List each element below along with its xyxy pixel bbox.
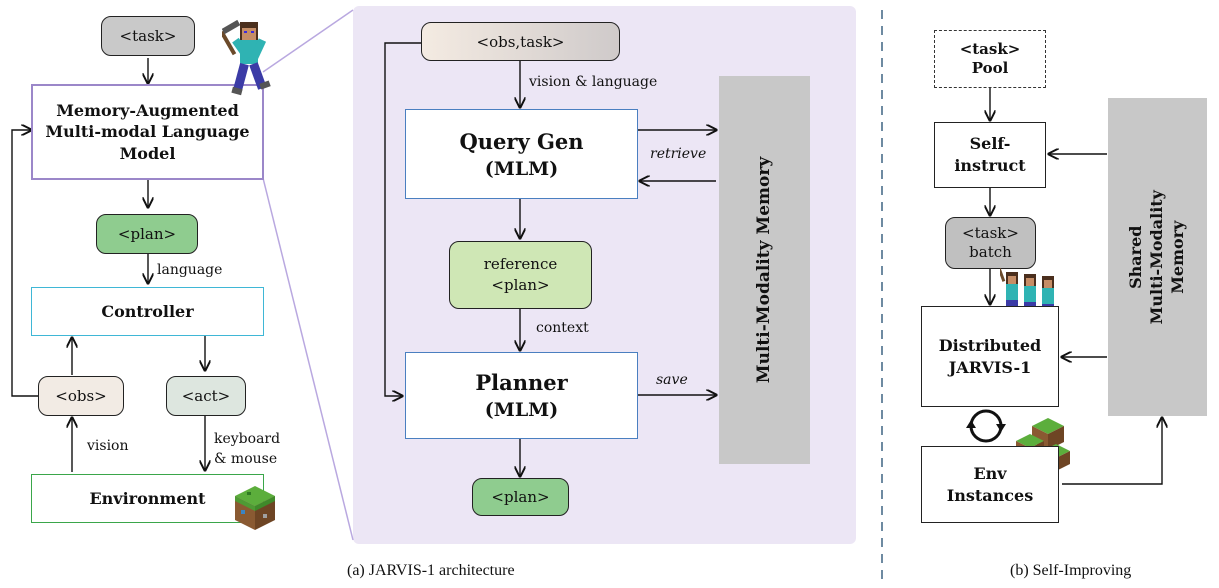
shared-memory-line1: Shared: [1126, 225, 1146, 289]
task-node: <task>: [101, 16, 195, 56]
shared-memory-line2: Multi-Modality: [1147, 189, 1167, 325]
act-label: <act>: [181, 387, 231, 405]
planner-sub: (MLM): [484, 399, 559, 421]
shared-memory-label: Shared Multi-Modality Memory: [1126, 190, 1188, 324]
distributed-line1: Distributed: [938, 335, 1042, 355]
distributed-line2: JARVIS-1: [948, 357, 1032, 377]
task-pool-node: <task> Pool: [934, 30, 1046, 88]
environment-label: Environment: [89, 489, 206, 508]
cycle-arrows-icon: [966, 409, 1006, 443]
task-label: <task>: [119, 27, 177, 45]
reference-plan-label: <plan>: [491, 276, 550, 294]
env-instances-node: Env Instances: [921, 446, 1059, 523]
vision-label: vision: [87, 438, 129, 454]
caption-b: (b) Self-Improving: [1010, 562, 1132, 579]
query-gen-title: Query Gen: [459, 128, 584, 154]
vision-language-label: vision & language: [529, 74, 658, 90]
reference-label: reference: [483, 255, 558, 273]
controller-label: Controller: [101, 302, 194, 321]
query-gen-node: Query Gen (MLM): [405, 109, 638, 199]
self-instruct-node: Self-instruct: [934, 122, 1046, 188]
keyboard-label: keyboard: [214, 431, 281, 447]
save-label: save: [656, 372, 688, 388]
planner-title: Planner: [475, 370, 568, 395]
plan-output-node: <plan>: [472, 478, 569, 516]
self-instruct-label: Self-instruct: [954, 134, 1026, 175]
query-gen-sub: (MLM): [484, 157, 559, 180]
context-label: context: [536, 320, 589, 336]
minecraft-steve-icon: [222, 19, 271, 96]
batch-line1: <task>: [962, 223, 1019, 242]
env-line1: Env: [973, 463, 1007, 483]
env-line2: Instances: [946, 485, 1034, 505]
language-label: language: [157, 262, 223, 278]
controller-node: Controller: [31, 287, 264, 336]
obs-task-node: <obs,task>: [421, 22, 620, 61]
minecraft-grass-block-icon: [235, 486, 275, 530]
environment-node: Environment: [31, 474, 264, 523]
obs-task-label: <obs,task>: [476, 32, 565, 51]
multi-modality-memory: Multi-Modality Memory: [719, 76, 810, 464]
retrieve-label: retrieve: [650, 146, 707, 162]
mlm-label: Memory-Augmented Multi-modal Language Mo…: [45, 100, 250, 163]
batch-line2: batch: [969, 243, 1012, 261]
pool-line2: Pool: [971, 59, 1009, 77]
distributed-jarvis-node: Distributed JARVIS-1: [921, 306, 1059, 407]
memory-label: Multi-Modality Memory: [754, 156, 775, 384]
obs-label: <obs>: [55, 387, 107, 405]
caption-a: (a) JARVIS-1 architecture: [347, 562, 515, 579]
plan-output-label: <plan>: [491, 488, 550, 506]
pool-line1: <task>: [959, 39, 1021, 58]
mouse-label: & mouse: [214, 451, 278, 467]
reference-plan-node: reference <plan>: [449, 241, 592, 309]
obs-node: <obs>: [38, 376, 124, 416]
shared-memory-node: Shared Multi-Modality Memory: [1108, 98, 1207, 416]
mlm-node: Memory-Augmented Multi-modal Language Mo…: [31, 84, 264, 180]
plan-node: <plan>: [96, 214, 198, 254]
planner-node: Planner (MLM): [405, 352, 638, 439]
shared-memory-line3: Memory: [1167, 220, 1187, 294]
plan-label: <plan>: [117, 225, 177, 243]
act-node: <act>: [166, 376, 246, 416]
task-batch-node: <task> batch: [945, 217, 1036, 269]
